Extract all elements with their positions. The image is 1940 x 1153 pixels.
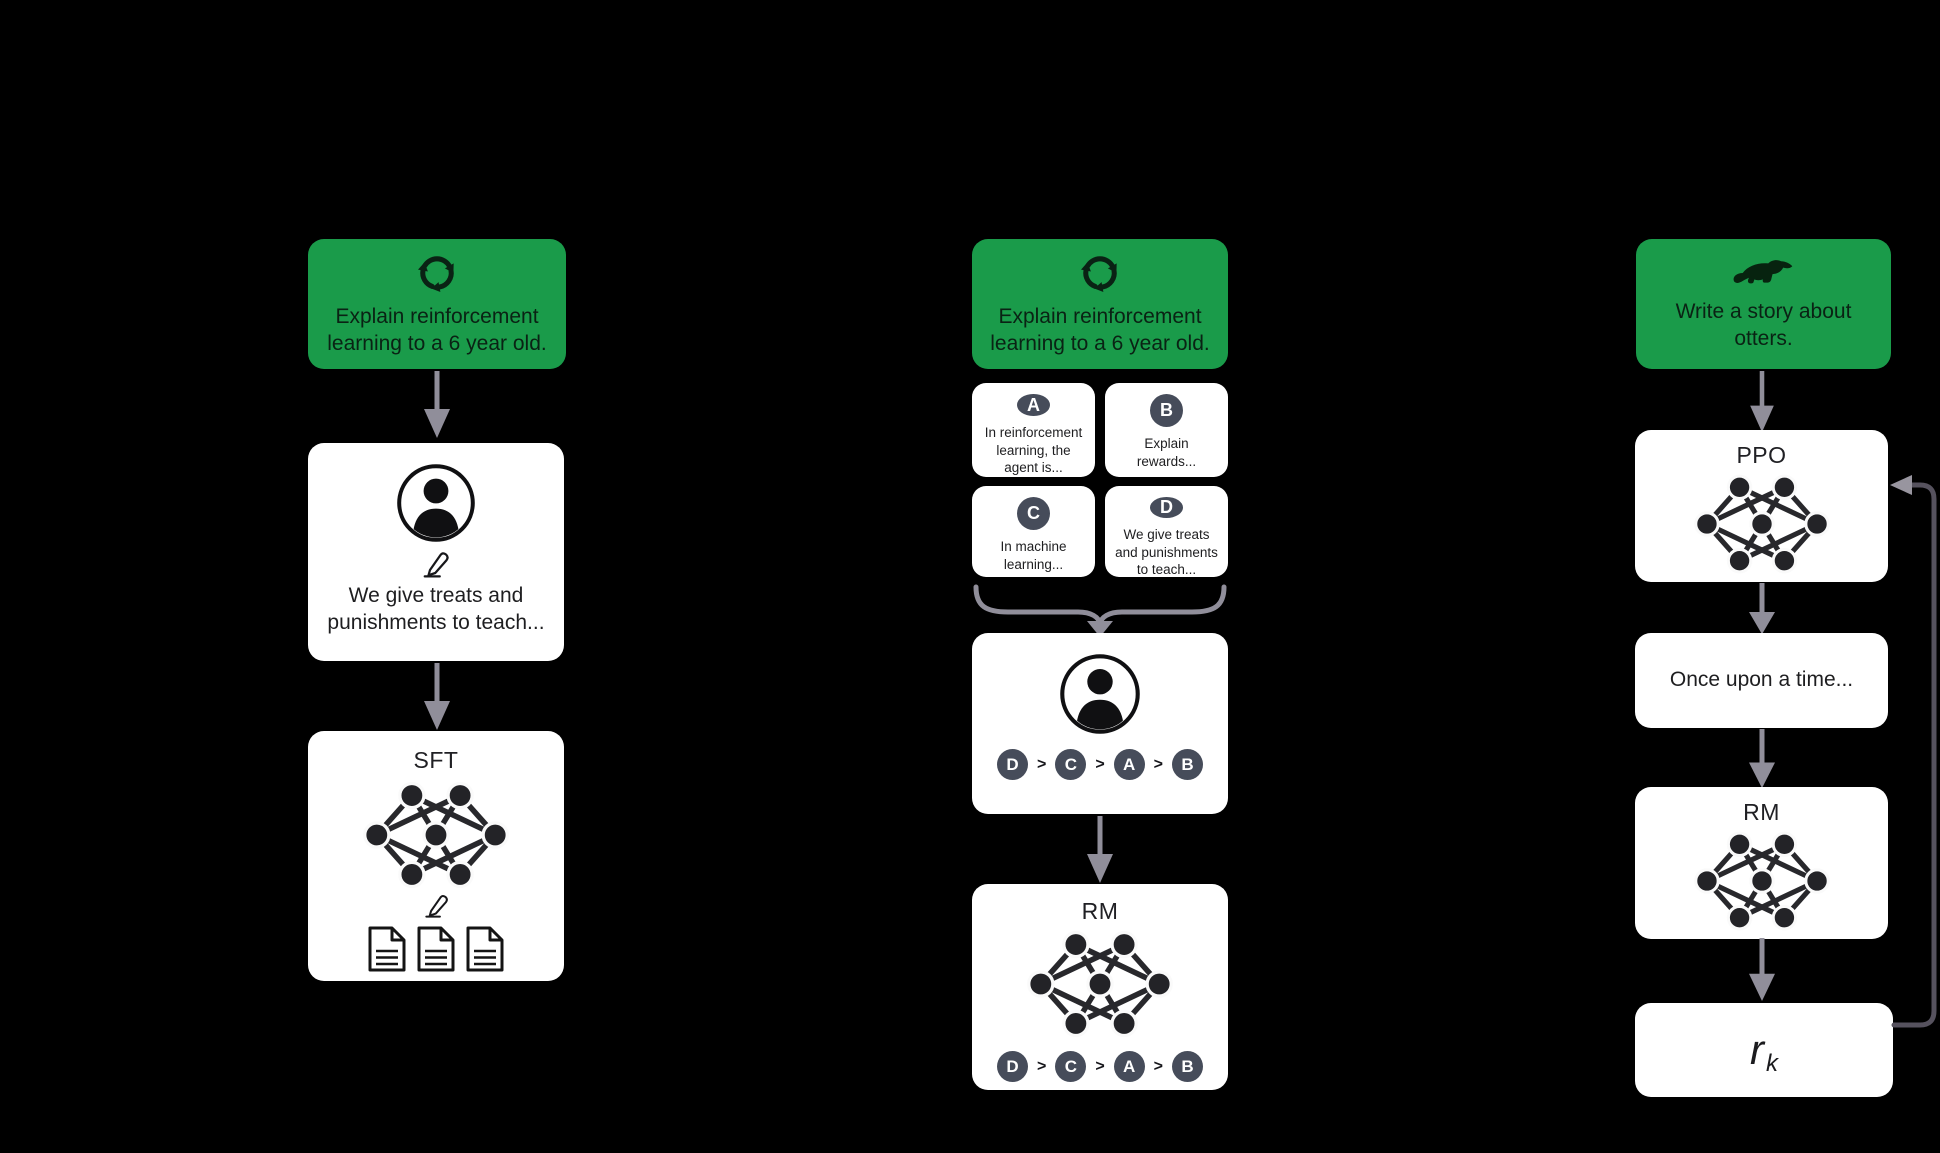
answer-card-c: C In machine learning... — [972, 486, 1095, 577]
rm-ranking-row: D > C > A > B — [996, 1051, 1204, 1082]
reward-model-card: RM D > C > A > B — [972, 884, 1228, 1090]
down-arrow-icon — [1748, 583, 1776, 635]
answer-card-a: A In reinforcement learning, the agent i… — [972, 383, 1095, 477]
reward-value-card: r k — [1635, 1003, 1893, 1097]
rank-separator: > — [1036, 755, 1047, 773]
brace-arrow-icon — [973, 584, 1227, 637]
step1-prompt-card: Explain reinforcement learning to a 6 ye… — [308, 239, 566, 369]
neural-network-icon — [1025, 927, 1175, 1041]
rank-separator: > — [1095, 755, 1105, 773]
otter-icon — [1732, 256, 1796, 290]
human-ranking-row: D > C > A > B — [996, 749, 1204, 780]
answer-badge-d: D — [1150, 497, 1183, 518]
step3-prompt-card: Write a story about otters. — [1636, 239, 1891, 369]
down-arrow-icon — [1086, 816, 1114, 884]
step1-prompt-text: Explain reinforcement learning to a 6 ye… — [327, 305, 547, 355]
down-arrow-icon — [1748, 938, 1776, 1002]
document-icon — [416, 925, 456, 973]
answer-text-b: Explain rewards... — [1136, 436, 1197, 469]
rank-separator: > — [1036, 1057, 1047, 1075]
sampling-cycle-icon — [1078, 251, 1122, 295]
rank-badge: D — [996, 1051, 1028, 1082]
rm-label: RM — [1081, 898, 1119, 924]
ppo-label: PPO — [1736, 442, 1787, 468]
reward-subscript: k — [1766, 1050, 1778, 1077]
person-icon — [396, 463, 476, 543]
ppo-output-card: Once upon a time... — [1635, 633, 1888, 728]
down-arrow-icon — [1748, 729, 1776, 789]
neural-network-icon — [1692, 828, 1832, 934]
answer-text-d: We give treats and punishments to teach.… — [1115, 527, 1218, 578]
sampling-cycle-icon — [415, 251, 459, 295]
rank-badge: B — [1172, 749, 1204, 780]
rank-badge: A — [1113, 1051, 1145, 1082]
sft-model-card: SFT — [308, 731, 564, 981]
rank-badge: D — [996, 749, 1028, 780]
down-arrow-icon — [423, 371, 451, 439]
answer-card-d: D We give treats and punishments to teac… — [1105, 486, 1228, 577]
reward-feedback-loop-arrow — [1890, 475, 1937, 1028]
ppo-output-text: Once upon a time... — [1669, 668, 1854, 692]
answer-badge-a: A — [1017, 394, 1050, 417]
rank-separator: > — [1153, 1057, 1164, 1075]
down-arrow-icon — [423, 663, 451, 731]
person-icon — [1059, 653, 1141, 735]
step2-prompt-text: Explain reinforcement learning to a 6 ye… — [990, 305, 1210, 355]
ppo-model-card: PPO — [1635, 430, 1888, 582]
rank-separator: > — [1095, 1057, 1105, 1075]
neural-network-icon — [361, 778, 511, 892]
rank-badge: B — [1172, 1051, 1204, 1082]
down-arrow-icon — [1748, 371, 1776, 433]
step3-reward-model-card: RM — [1635, 787, 1888, 939]
answer-card-b: B Explain rewards... — [1105, 383, 1228, 477]
answer-badge-b: B — [1150, 394, 1183, 427]
step2-labeler-card: D > C > A > B — [972, 633, 1228, 814]
reward-value: r k — [1635, 1003, 1893, 1097]
documents-row — [367, 925, 505, 973]
answer-badge-c: C — [1017, 497, 1050, 530]
step2-prompt-card: Explain reinforcement learning to a 6 ye… — [972, 239, 1228, 369]
rank-separator: > — [1153, 755, 1164, 773]
neural-network-icon — [1692, 471, 1832, 577]
step3-prompt-text: Write a story about otters. — [1675, 300, 1852, 350]
document-icon — [465, 925, 505, 973]
rank-badge: C — [1055, 749, 1087, 780]
answer-text-a: In reinforcement learning, the agent is.… — [984, 425, 1083, 476]
rm-label: RM — [1743, 799, 1780, 825]
rank-badge: A — [1113, 749, 1145, 780]
reward-symbol: r — [1750, 1026, 1764, 1073]
pencil-icon — [423, 892, 450, 919]
sft-label: SFT — [413, 747, 459, 773]
step1-labeler-card: We give treats and punishments to teach.… — [308, 443, 564, 661]
rank-badge: C — [1055, 1051, 1087, 1082]
pencil-icon — [421, 549, 451, 579]
answer-text-c: In machine learning... — [1000, 539, 1067, 572]
document-icon — [367, 925, 407, 973]
step1-labeler-response: We give treats and punishments to teach.… — [327, 584, 545, 634]
